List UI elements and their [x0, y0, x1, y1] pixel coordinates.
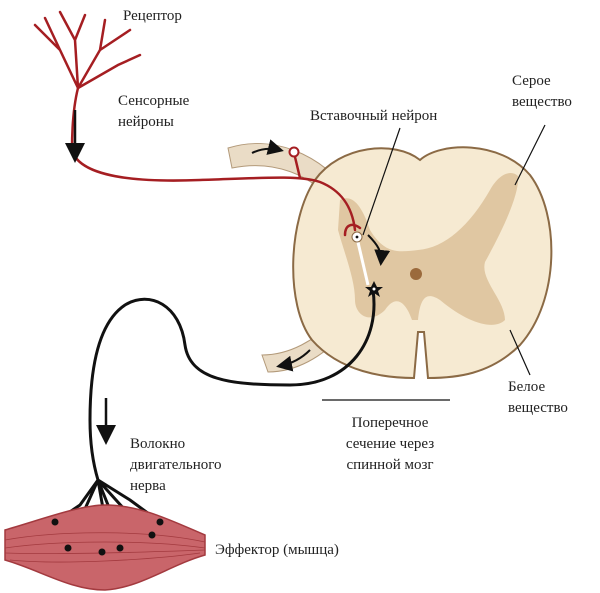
sensory-neuron [33, 10, 362, 237]
label-motor-line2: двигательного [130, 457, 222, 473]
arrow-dorsal-root [251, 139, 284, 155]
spinal-cord-gray-matter [338, 172, 519, 325]
interneuron-arrow [367, 234, 391, 266]
label-white-matter: Белое вещество [508, 377, 568, 419]
motor-endplates [51, 518, 164, 556]
label-gray-line2: вещество [512, 94, 572, 110]
central-canal [410, 268, 422, 280]
label-interneuron: Вставочный нейрон [310, 108, 438, 124]
label-motor-line1: Волокно [130, 436, 186, 452]
label-section-line1: Поперечное [351, 415, 429, 431]
label-receptor: Рецептор [123, 8, 182, 24]
label-white-line2: вещество [508, 400, 568, 416]
label-effector: Эффектор (мышца) [215, 542, 339, 558]
label-gray-line1: Серое [512, 73, 551, 89]
sensory-cell-body [288, 146, 300, 158]
label-sensory-line2: нейроны [118, 114, 174, 130]
muscle-effector [4, 504, 206, 591]
label-motor-line3: нерва [130, 478, 166, 494]
label-gray-matter: Серое вещество [512, 71, 572, 113]
leader-lines [322, 124, 546, 401]
label-sensory-line1: Сенсорные [118, 93, 190, 109]
interneuron [355, 237, 370, 286]
label-cross-section: Поперечное сечение через спинной мозг [315, 413, 465, 476]
label-motor-fiber: Волокно двигательного нерва [130, 434, 222, 497]
arrow-ventral-root [276, 349, 311, 372]
label-section-line3: спинной мозг [346, 457, 434, 473]
label-sensory: Сенсорные нейроны [118, 91, 189, 133]
label-white-line1: Белое [508, 379, 546, 395]
label-section-line2: сечение через [345, 436, 435, 452]
